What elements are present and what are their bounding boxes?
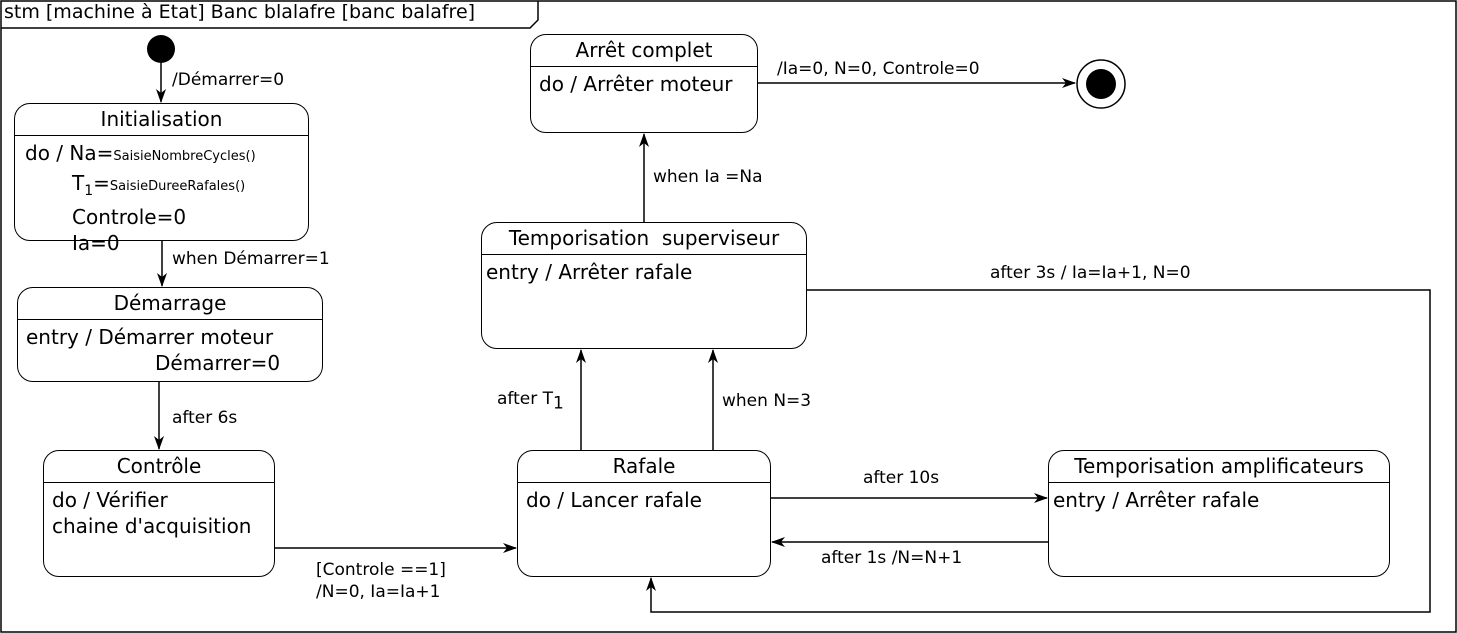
label-rafale-to-sup-when: when N=3 <box>722 391 812 411</box>
state-initialisation-body: do / Na=SaisieNombreCycles() T1=SaisieDu… <box>15 136 308 260</box>
label-rafale-to-sup-after: after T1 <box>497 389 564 414</box>
frame-title-tab <box>1 1 539 29</box>
state-temporisation-superviseur-title: Temporisation superviseur <box>482 223 806 255</box>
label-demarrage-to-controle: after 6s <box>172 408 238 428</box>
controle-line-1: do / Vérifier <box>52 488 168 512</box>
controle-line-2: chaine d'acquisition <box>52 514 252 538</box>
ampli-line-1: entry / Arrêter rafale <box>1053 488 1260 512</box>
state-arret-complet: Arrêt complet do / Arrêter moteur <box>530 34 758 133</box>
state-demarrage: Démarrage entry / Démarrer moteur Démarr… <box>17 287 323 382</box>
init-line-4: Ia=0 <box>72 231 120 255</box>
label-sup-to-arret: when Ia =Na <box>653 167 763 187</box>
init-line-3: Controle=0 <box>72 205 187 229</box>
state-rafale: Rafale do / Lancer rafale <box>517 450 771 577</box>
init-line-1: do / Na=SaisieNombreCycles() <box>25 141 256 165</box>
state-initialisation-title: Initialisation <box>15 104 308 136</box>
init-line-2: T1=SaisieDureeRafales() <box>72 171 246 199</box>
state-demarrage-body: entry / Démarrer moteur Démarrer=0 <box>18 320 322 380</box>
final-state-inner <box>1086 69 1116 99</box>
sup-line-1: entry / Arrêter rafale <box>486 260 693 284</box>
state-arret-complet-body: do / Arrêter moteur <box>531 67 757 101</box>
label-sup-to-rafale: after 3s / Ia=Ia+1, N=0 <box>990 263 1191 283</box>
label-controle-to-rafale-action: /N=0, Ia=Ia+1 <box>316 582 441 602</box>
state-temporisation-amplificateurs: Temporisation amplificateurs entry / Arr… <box>1048 450 1390 577</box>
demarrage-line-1: entry / Démarrer moteur <box>26 325 274 349</box>
state-rafale-body: do / Lancer rafale <box>518 483 770 517</box>
initial-pseudostate <box>147 35 175 63</box>
label-ampli-to-rafale: after 1s /N=N+1 <box>821 548 963 568</box>
frame-title: stm [machine à Etat] Banc blalafre [banc… <box>4 1 476 23</box>
label-controle-to-rafale-guard: [Controle ==1] <box>316 560 446 580</box>
label-start-to-init: /Démarrer=0 <box>172 70 285 90</box>
rafale-line-1: do / Lancer rafale <box>526 488 702 512</box>
state-controle-title: Contrôle <box>44 451 274 483</box>
label-init-to-demarrage: when Démarrer=1 <box>172 249 330 269</box>
state-temporisation-amplificateurs-body: entry / Arrêter rafale <box>1049 483 1389 517</box>
arret-line-1: do / Arrêter moteur <box>539 72 733 96</box>
state-temporisation-superviseur: Temporisation superviseur entry / Arrête… <box>481 222 807 349</box>
state-controle: Contrôle do / Vérifier chaine d'acquisit… <box>43 450 275 577</box>
label-arret-to-final: /Ia=0, N=0, Controle=0 <box>777 59 980 79</box>
state-temporisation-superviseur-body: entry / Arrêter rafale <box>482 255 806 289</box>
label-rafale-to-ampli: after 10s <box>863 468 940 488</box>
state-demarrage-title: Démarrage <box>18 288 322 320</box>
state-initialisation: Initialisation do / Na=SaisieNombreCycle… <box>14 103 309 255</box>
state-controle-body: do / Vérifier chaine d'acquisition <box>44 483 274 543</box>
state-rafale-title: Rafale <box>518 451 770 483</box>
transition-sup-to-rafale <box>646 289 1431 613</box>
demarrage-line-2: Démarrer=0 <box>155 351 281 375</box>
state-temporisation-amplificateurs-title: Temporisation amplificateurs <box>1049 451 1389 483</box>
state-arret-complet-title: Arrêt complet <box>531 35 757 67</box>
